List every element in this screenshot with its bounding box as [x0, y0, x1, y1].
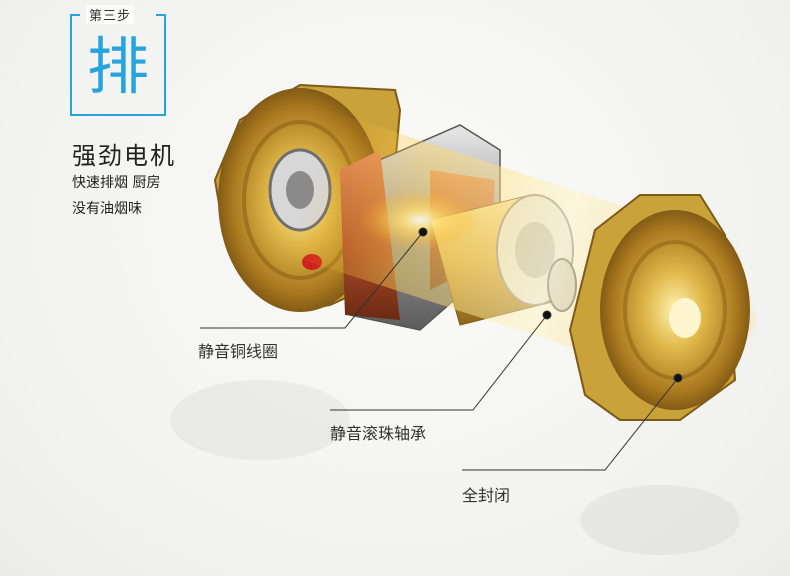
callout-copper-coil: 静音铜线圈	[198, 342, 279, 361]
step-label: 第三步	[86, 5, 135, 24]
step-character: 排	[86, 30, 149, 103]
floor-reflection	[170, 380, 740, 555]
headline: 强劲电机	[72, 142, 176, 170]
subtitle-line-1: 快速排烟 厨房	[72, 175, 161, 191]
step-badge: 第三步 排	[70, 5, 166, 116]
callout-ball-bearing: 静音滚珠轴承	[330, 424, 427, 443]
callout-lines	[200, 227, 683, 471]
subtitle-line-2: 没有油烟味	[72, 201, 142, 217]
callout-sealed: 全封闭	[462, 486, 511, 505]
right-end-cap	[568, 194, 750, 421]
